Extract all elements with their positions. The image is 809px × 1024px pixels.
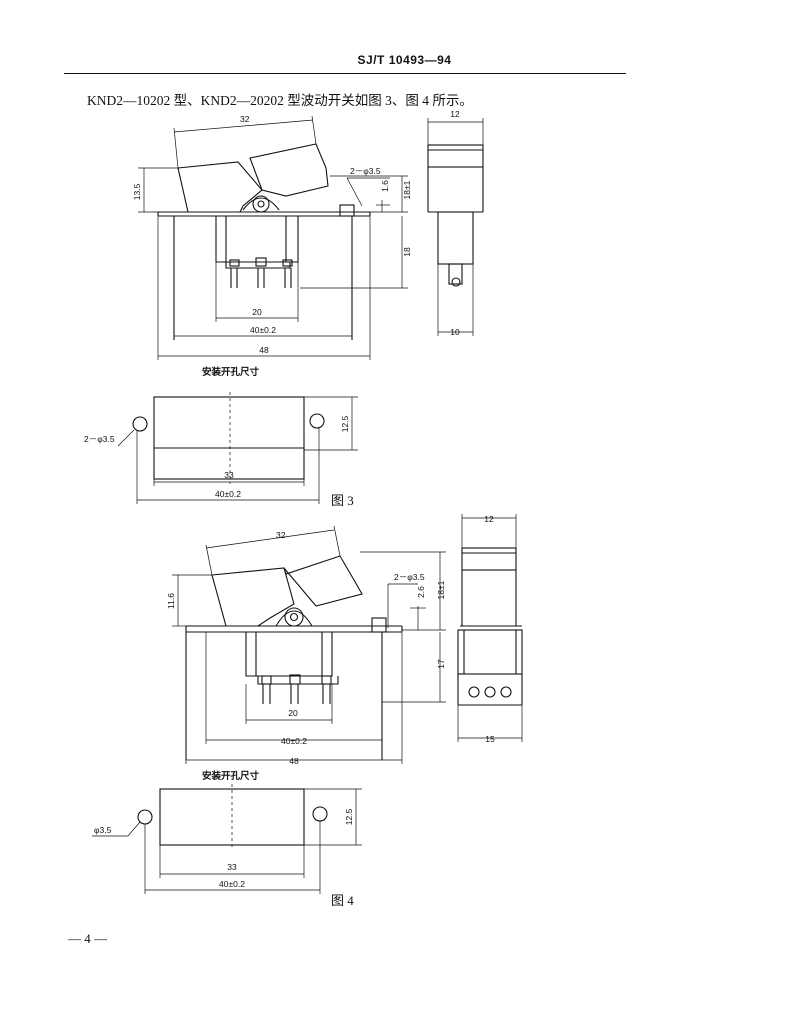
fig3-side-width-top: 12 <box>450 109 460 119</box>
fig3-front-view <box>157 143 371 340</box>
fig3-side-dimensions <box>427 118 484 336</box>
intro-paragraph: KND2—10202 型、KND2—20202 型波动开关如图 3、图 4 所示… <box>87 93 473 108</box>
fig3-mount-span: 40±0.2 <box>250 325 276 335</box>
fig4-overall-length: 48 <box>289 756 299 766</box>
fig3-labels: 32 13.5 2－φ3.5 1.6 18±1 18 20 40±0.2 48 … <box>84 109 460 499</box>
fig3-body-height: 18 <box>402 247 412 257</box>
fig4-cutout-height: 12.5 <box>344 808 354 825</box>
fig3-cutout <box>132 392 325 484</box>
fig3-cutout-holes: 2－φ3.5 <box>84 434 115 444</box>
header-rule <box>64 73 626 74</box>
fig3-side-width-bottom: 10 <box>450 327 460 337</box>
fig3-cutout-height: 12.5 <box>340 415 350 432</box>
standard-number: SJ/T 10493—94 <box>357 53 452 67</box>
figure3-caption: 图 3 <box>331 493 354 508</box>
fig4-height: 11.6 <box>166 593 176 609</box>
fig4-side-view <box>457 547 523 706</box>
fig3-cutout-span: 40±0.2 <box>215 489 241 499</box>
fig4-cutout-dimensions <box>92 788 362 894</box>
fig3-cutout-title: 安装开孔尺寸 <box>202 366 260 378</box>
fig3-rocker-length: 32 <box>240 114 250 124</box>
fig4-pin-span: 20 <box>288 708 298 718</box>
fig4-side-width-top: 12 <box>484 514 494 524</box>
fig3-depth: 18±1 <box>402 180 412 199</box>
fig4-cutout-holes: φ3.5 <box>94 825 112 835</box>
fig4-cutout-title: 安装开孔尺寸 <box>202 770 260 782</box>
fig3-overall-length: 48 <box>259 345 269 355</box>
fig4-mount-span: 40±0.2 <box>281 736 307 746</box>
fig4-offset: 2.6 <box>416 586 426 598</box>
fig4-front-dimensions <box>172 525 446 764</box>
fig4-depth: 18±1 <box>436 580 446 599</box>
fig3-hole-dia: 2－φ3.5 <box>350 166 381 176</box>
fig4-rocker-length: 32 <box>276 530 286 540</box>
fig4-cutout-span: 40±0.2 <box>219 879 245 889</box>
fig4-front-view <box>185 555 403 760</box>
fig3-cutout-width: 33 <box>224 470 234 480</box>
fig4-side-dimensions <box>457 514 523 742</box>
page-number: — 4 — <box>68 931 107 946</box>
fig4-cutout-width: 33 <box>227 862 237 872</box>
fig3-offset: 1.6 <box>380 180 390 192</box>
fig4-hole-dia: 2－φ3.5 <box>394 572 425 582</box>
fig4-cutout <box>137 784 328 850</box>
figure4-caption: 图 4 <box>331 893 354 908</box>
fig3-side-view <box>427 144 484 287</box>
fig4-body-height: 17 <box>436 659 446 669</box>
fig3-pin-span: 20 <box>252 307 262 317</box>
fig3-height: 13.5 <box>132 183 142 200</box>
fig4-side-width-bottom: 15 <box>485 734 495 744</box>
fig3-cutout-dimensions <box>117 396 358 504</box>
fig4-labels: 32 11.6 2－φ3.5 2.6 18±1 17 20 40±0.2 48 … <box>94 514 495 889</box>
fig3-front-dimensions <box>138 115 408 360</box>
